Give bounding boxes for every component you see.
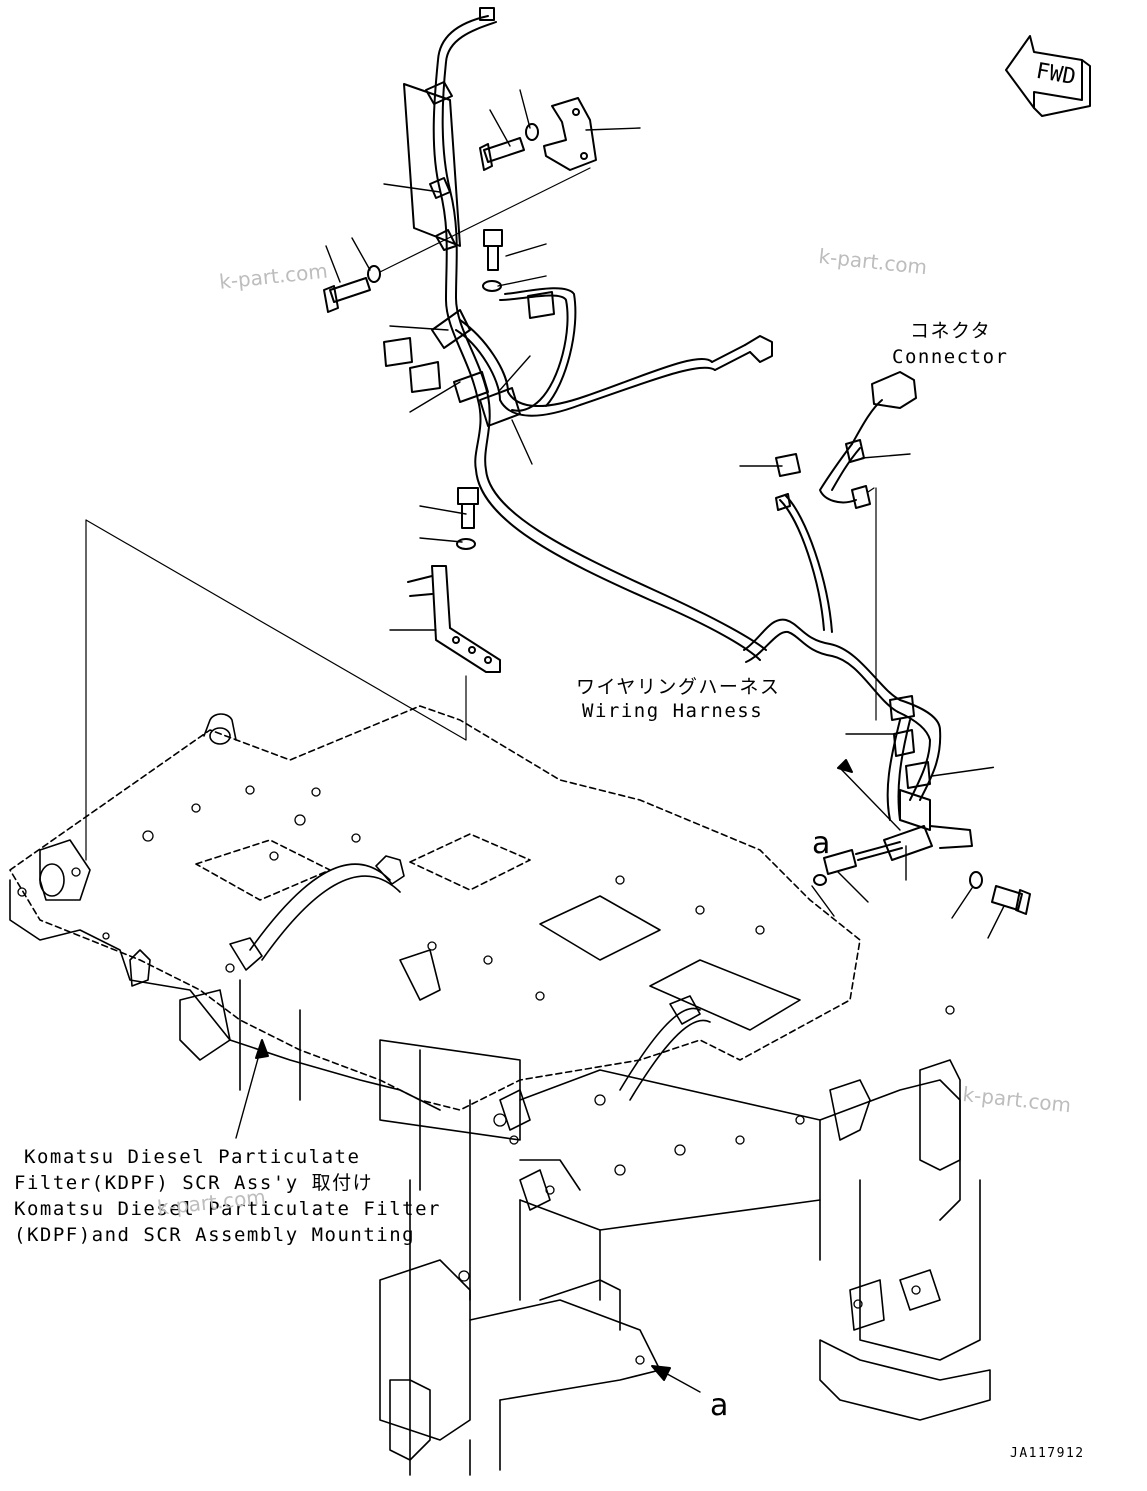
frame-holes (17, 785, 955, 1365)
wiring-harness-upper (383, 7, 773, 661)
reference-line (85, 519, 467, 861)
bolt-icon (323, 277, 371, 313)
chassis-frame (9, 705, 991, 1476)
connector-label-en: Connector (892, 346, 1009, 368)
connector-label-jp: コネクタ (910, 320, 992, 342)
o-ring-icon (813, 874, 827, 886)
mount-label-line3: Komatsu Diesel Particulate Filter (14, 1198, 441, 1220)
washer-icon (367, 265, 381, 283)
callout-a-bottom: a (710, 1388, 729, 1423)
bolt-icon (991, 885, 1031, 915)
bolt-icon (479, 137, 525, 171)
bracket-middle (407, 565, 501, 673)
mount-label-line4: (KDPF)and SCR Assembly Mounting (14, 1224, 416, 1246)
harness-label-en: Wiring Harness (582, 700, 764, 722)
callout-arrow-icon (651, 1365, 671, 1381)
wiring-harness-right (743, 371, 973, 875)
callout-a-top: a (812, 826, 831, 861)
callout-arrow-icon (837, 759, 853, 773)
leader-lines (325, 89, 641, 465)
mount-label-line2: Filter(KDPF) SCR Ass'y 取付け (14, 1172, 374, 1194)
washer-icon (525, 123, 539, 141)
bolt-icon (483, 229, 503, 271)
mount-label-line1: Komatsu Diesel Particulate (24, 1146, 361, 1168)
forward-arrow-icon (1005, 35, 1091, 117)
drawing-code: JA117912 (1010, 1446, 1085, 1461)
bolt-icon (457, 487, 479, 529)
washer-icon (456, 538, 476, 550)
harness-label-jp: ワイヤリングハーネス (576, 676, 781, 698)
bracket-upper (543, 97, 597, 171)
pointer-arrow-icon (255, 1039, 269, 1059)
washer-icon (969, 871, 983, 889)
reference-panel (403, 83, 461, 247)
